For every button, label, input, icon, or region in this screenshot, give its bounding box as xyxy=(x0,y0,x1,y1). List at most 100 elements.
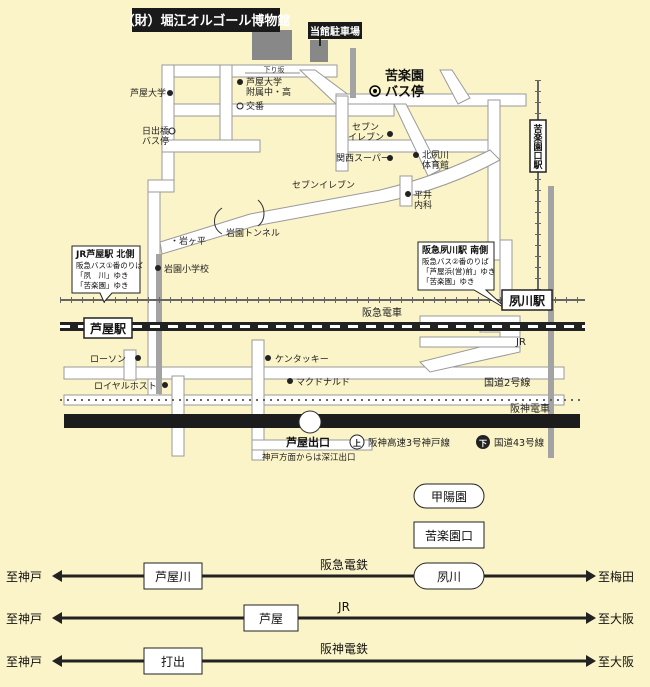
landmark-hidebashi-2: バス停 xyxy=(142,135,169,147)
row1-right: 至梅田 xyxy=(598,569,634,584)
landmark-dot xyxy=(155,265,161,271)
landmark-kentucky: ケンタッキー xyxy=(275,354,329,365)
row1-line: 阪急電鉄 xyxy=(320,557,368,572)
landmark-koban: 交番 xyxy=(246,100,264,112)
down-direction-icon xyxy=(476,435,490,449)
row2-line: JR xyxy=(337,600,350,614)
museum-title: （財）堀江オルゴール博物館 xyxy=(122,13,291,29)
landmark-dot xyxy=(237,79,243,85)
arrow-left-icon xyxy=(52,612,62,624)
station-kurakuenguchi-label: 苦 楽 園 口 駅 xyxy=(533,123,543,171)
line-route2-label: 国道2号線 xyxy=(484,376,530,389)
landmark-seven1-1: セブン xyxy=(352,121,379,133)
callout-hankyu-shukugawa-south: 阪急夙川駅 南側 阪急バス②番のりば 「芦屋浜(営)前」ゆき 「苦楽園」ゆき xyxy=(417,241,509,311)
row2-left: 至神戸 xyxy=(6,612,42,626)
kurakuen-bus-label-1: 苦楽園 xyxy=(385,68,424,84)
landmark-iwazono-school: 岩園小学校 xyxy=(164,263,209,275)
row2-station: 芦屋 xyxy=(259,612,283,626)
note-jr-line-3: 「苦楽園」ゆき xyxy=(76,280,129,290)
row3-right: 至大阪 xyxy=(598,655,634,669)
landmark-seven2: セブンイレブン xyxy=(292,179,355,191)
kurakuenguchi-diagram-box[interactable] xyxy=(413,521,485,549)
kobe-note: 神戸方面からは深江出口 xyxy=(262,452,356,463)
station-ashiya-label: 芦屋駅 xyxy=(90,321,127,336)
note-jr-line-1: 阪急バス①番のりば xyxy=(76,260,143,270)
landmark-iwagahira: ・岩ヶ平 xyxy=(170,235,206,247)
landmark-dot xyxy=(413,152,419,158)
row1-station2-box[interactable] xyxy=(413,562,485,590)
one-way-label: 下り坂 xyxy=(264,65,285,74)
landmark-ashiya-univ-jh-1: 芦屋大学 xyxy=(246,76,282,88)
row2-station-box[interactable] xyxy=(243,604,299,632)
station-shukugawa-box[interactable] xyxy=(501,289,553,311)
parking-label: 当館駐車場 xyxy=(310,25,360,38)
hanshin-expwy-label: 阪神高速3号神戸線 xyxy=(368,437,451,449)
line-hankyu-label: 阪急電車 xyxy=(362,306,402,319)
landmark-lawson: ローソン xyxy=(90,355,126,365)
row1-station2: 夙川 xyxy=(437,570,461,584)
landmark-dot xyxy=(167,90,173,96)
row2-right: 至大阪 xyxy=(598,612,634,626)
svg-text:苦: 苦 xyxy=(533,123,542,135)
landmark-hirai-1: 平井 xyxy=(414,189,432,201)
row1-station-box[interactable] xyxy=(143,562,203,590)
bus-stop-icon xyxy=(168,127,176,135)
parking-lot[interactable] xyxy=(310,40,328,62)
kurakuen-bus-stop-icon[interactable] xyxy=(369,85,381,97)
ashiya-exit-label: 芦屋出口 xyxy=(286,435,330,449)
landmark-dot xyxy=(405,191,411,197)
landmark-seven1-2: イレブン xyxy=(348,131,384,143)
row3-station-box[interactable] xyxy=(143,647,203,675)
landmark-kitashukugawa-1: 北夙川 xyxy=(422,150,449,161)
landmark-dot xyxy=(162,382,168,388)
parking-label-box xyxy=(308,22,362,39)
row3-station: 打出 xyxy=(161,655,185,669)
arrow-right-icon xyxy=(586,612,596,624)
arrow-left-icon xyxy=(52,655,62,667)
roads xyxy=(63,64,565,461)
callout-jr-ashiya-north: JR芦屋駅 北側 阪急バス①番のりば 「夙 川」ゆき 「苦楽園」ゆき xyxy=(71,245,143,303)
ashiya-exit-marker[interactable] xyxy=(298,410,322,434)
landmark-hidebashi-1: 日出橋 xyxy=(142,125,169,137)
arrow-left-icon xyxy=(52,570,62,582)
row3-left: 至神戸 xyxy=(6,655,42,669)
row1-station: 芦屋川 xyxy=(155,570,191,584)
landmark-ashiya-univ: 芦屋大学 xyxy=(130,87,166,99)
station-ashiya-box[interactable] xyxy=(83,317,133,339)
svg-text:園: 園 xyxy=(533,142,542,153)
kurakuen-bus-label-2: バス停 xyxy=(385,84,424,100)
up-direction-label: 上 xyxy=(353,438,361,448)
up-direction-icon xyxy=(349,434,365,450)
line-hanshin-label: 阪神電車 xyxy=(510,402,550,415)
row3-line: 阪神電鉄 xyxy=(320,641,368,656)
svg-text:口: 口 xyxy=(533,151,542,162)
note-hankyu-line-3: 「苦楽園」ゆき xyxy=(422,276,475,286)
kurakuen-bus-stop-dot xyxy=(373,89,377,93)
jr-line xyxy=(60,322,585,331)
landmark-dot xyxy=(287,378,293,384)
station-kurakuenguchi-box[interactable] xyxy=(529,119,547,173)
landmark-ashiya-univ-jh-2: 附属中・高 xyxy=(246,86,291,98)
rail-diagram: 甲陽園 苦楽園口 至神戸 至梅田 芦屋川 阪急電鉄 夙川 至神戸 至大阪 芦屋 … xyxy=(6,483,634,675)
landmark-dot xyxy=(135,355,141,361)
down-direction-label: 下 xyxy=(479,439,487,448)
svg-text:駅: 駅 xyxy=(533,160,543,171)
arrow-right-icon xyxy=(586,570,596,582)
note-hankyu-title: 阪急夙川駅 南側 xyxy=(422,244,488,256)
koban-icon xyxy=(236,102,244,110)
line-jr-label: JR xyxy=(515,337,526,348)
landmarks: 芦屋大学 芦屋大学 附属中・高 交番 日出橋 バス停 セブン イレブン 関西スー… xyxy=(90,76,449,392)
landmark-dot xyxy=(265,355,271,361)
koyoen-station-label: 甲陽園 xyxy=(431,490,467,504)
station-shukugawa-label: 夙川駅 xyxy=(509,294,546,308)
note-jr-line-2: 「夙 川」ゆき xyxy=(76,271,129,280)
landmark-hirai-2: 内科 xyxy=(414,199,432,211)
museum-building[interactable] xyxy=(252,30,292,60)
landmark-iwazono-tunnel: 岩園トンネル xyxy=(226,227,280,239)
route43-label: 国道43号線 xyxy=(494,437,545,449)
note-jr-title: JR芦屋駅 北側 xyxy=(75,248,134,260)
landmark-mcdonalds: マクドナルド xyxy=(296,377,350,388)
row1-left: 至神戸 xyxy=(6,570,42,584)
koyoen-station-box[interactable] xyxy=(413,483,485,509)
note-hankyu-line-1: 阪急バス②番のりば xyxy=(422,256,489,266)
